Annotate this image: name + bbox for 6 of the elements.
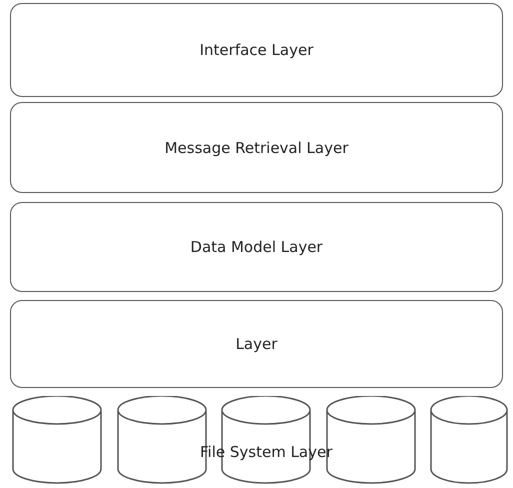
- layer-box: Interface Layer: [10, 3, 503, 97]
- layer-box: Layer: [10, 300, 503, 388]
- storage-cylinder: [430, 396, 508, 484]
- storage-cylinder: [12, 396, 102, 484]
- layer-box: Data Model Layer: [10, 202, 503, 292]
- layer-box: Message Retrieval Layer: [10, 102, 503, 193]
